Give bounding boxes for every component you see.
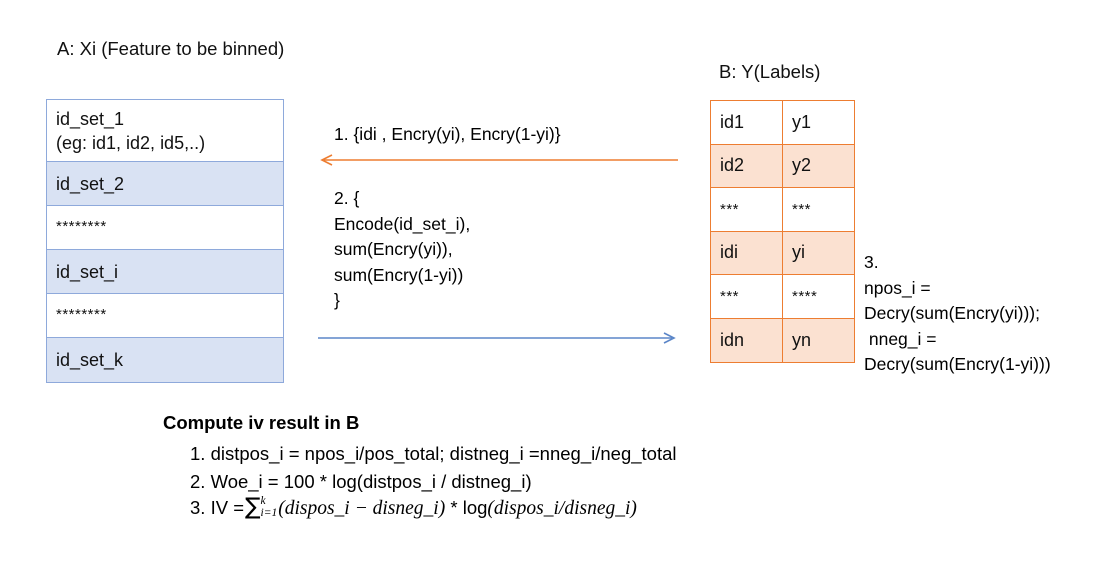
bin-label: ******** xyxy=(56,217,107,235)
compute-step-1: 1. distpos_i = npos_i/pos_total; distneg… xyxy=(190,443,677,464)
step-3-line: Decry(sum(Encry(yi))); xyxy=(864,303,1040,323)
bin-label: id_set_1 xyxy=(56,108,125,129)
step-3-block: 3. npos_i = Decry(sum(Encry(yi))); nneg_… xyxy=(864,250,1051,378)
table-row: id_set_2 xyxy=(47,162,283,206)
section-a-title: A: Xi (Feature to be binned) xyxy=(57,38,285,59)
label-y-cell: yn xyxy=(792,329,812,350)
sigma-icon: ∑ xyxy=(245,494,261,520)
table-row: idi yi xyxy=(711,231,854,275)
label-y-cell: y1 xyxy=(792,111,812,132)
iv-prefix: 3. IV = xyxy=(190,497,244,518)
step-3-line: 3. xyxy=(864,252,879,272)
compute-section-title: Compute iv result in B xyxy=(163,412,360,433)
iv-body-minus: − disneg_i) xyxy=(349,498,446,519)
arrow-left-to-a xyxy=(318,152,678,168)
label-id-cell: idi xyxy=(711,231,783,274)
bin-label: id_set_k xyxy=(56,350,124,370)
label-y-cell: *** xyxy=(792,200,812,218)
sigma-lower-limit: i=1 xyxy=(260,507,278,519)
table-row: ******** xyxy=(47,294,283,338)
message-2-line: 2. { xyxy=(334,188,360,208)
section-b-title: B: Y(Labels) xyxy=(719,61,821,82)
left-arrow-icon xyxy=(320,154,678,166)
label-y-cell: yi xyxy=(792,242,805,263)
summation-symbol: ∑ k i=1 xyxy=(245,494,278,520)
message-2-block: 2. { Encode(id_set_i), sum(Encry(yi)), s… xyxy=(334,186,470,314)
message-2-line: Encode(id_set_i), xyxy=(334,213,471,234)
message-2-line: sum(Encry(yi)), xyxy=(334,239,453,259)
sigma-limits: k i=1 xyxy=(260,495,278,519)
table-row: id_set_1 (eg: id1, id2, id5,..) xyxy=(47,100,283,162)
right-arrow-icon xyxy=(318,332,676,344)
step-3-line: nneg_i = xyxy=(864,328,937,349)
label-id-cell: *** xyxy=(711,275,783,318)
feature-bins-table: id_set_1 (eg: id1, id2, id5,..) id_set_2… xyxy=(46,99,284,383)
label-id-cell: *** xyxy=(711,188,783,231)
label-y-cell: y2 xyxy=(792,155,812,176)
message-1-label: 1. {idi , Encry(yi), Encry(1-yi)} xyxy=(334,124,561,144)
table-row: ******** xyxy=(47,206,283,250)
label-id-cell: id1 xyxy=(711,101,783,144)
step-3-line: npos_i = xyxy=(864,277,931,298)
sigma-upper-limit: k xyxy=(260,495,266,507)
label-y-cell: **** xyxy=(792,287,818,305)
compute-step-2: 2. Woe_i = 100 * log(distpos_i / distneg… xyxy=(190,471,532,492)
label-id-cell: id2 xyxy=(711,144,783,187)
bin-label: id_set_2 xyxy=(56,173,125,194)
table-row: *** **** xyxy=(711,275,854,319)
table-row: id_set_i xyxy=(47,250,283,294)
iv-log-label: log xyxy=(462,497,488,518)
step-3-line: Decry(sum(Encry(1-yi))) xyxy=(864,354,1051,374)
table-row: id_set_k xyxy=(47,338,283,382)
labels-table: id1 y1 id2 y2 *** *** idi yi *** **** id… xyxy=(710,100,855,363)
table-row: *** *** xyxy=(711,188,854,232)
compute-step-3: 3. IV = ∑ k i=1 (dispos_i − disneg_i) * … xyxy=(190,494,637,522)
table-row: id1 y1 xyxy=(711,101,854,145)
table-row: id2 y2 xyxy=(711,144,854,188)
label-id-cell: idn xyxy=(711,318,783,362)
message-2-line: } xyxy=(334,290,340,310)
bin-label: ******** xyxy=(56,305,107,323)
iv-log-arg: (dispos_i/disneg_i) xyxy=(487,498,637,519)
iv-body-open: (dispos_i xyxy=(278,498,350,519)
iv-multiply: * xyxy=(445,497,463,518)
bin-sublabel: (eg: id1, id2, id5,..) xyxy=(56,132,206,153)
bin-label: id_set_i xyxy=(56,261,119,282)
table-row: idn yn xyxy=(711,318,854,362)
message-2-line: sum(Encry(1-yi)) xyxy=(334,264,464,285)
arrow-right-to-b xyxy=(318,330,678,346)
